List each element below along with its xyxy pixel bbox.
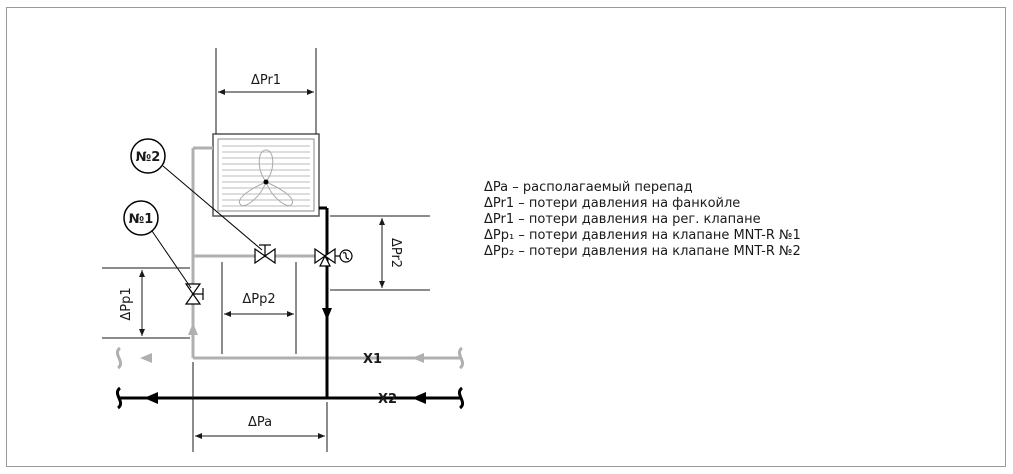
legend-item: ΔPr1 – потери давления на рег. клапане [484, 212, 761, 227]
fancoil-unit [212, 133, 320, 217]
dim-dpr1-label: ΔPr1 [251, 73, 281, 88]
legend: ΔPa – располагаемый перепад ΔPr1 – потер… [484, 180, 801, 260]
dim-dpr2 [330, 215, 430, 291]
valve-mnt-r-1 [184, 283, 204, 305]
diagram-frame [6, 7, 1006, 467]
dim-dpp1 [102, 267, 190, 339]
legend-item: ΔPp₂ – потери давления на клапане MNT-R … [484, 244, 801, 259]
dim-dpp1-label: ΔPp1 [119, 287, 134, 320]
dim-dpr2-label: ΔPr2 [388, 238, 403, 268]
dim-dpr1 [215, 48, 317, 134]
supply-piping [115, 206, 465, 410]
legend-item: ΔPp₁ – потери давления на клапане MNT-R … [484, 228, 801, 243]
control-valve [314, 247, 353, 267]
dim-dpa-label: ΔPa [248, 415, 272, 430]
pipe-x2-label: X2 [378, 392, 397, 407]
callout-no1-label: №1 [129, 212, 154, 227]
callout-no2: №2 [130, 138, 263, 251]
fan-icon [238, 149, 294, 206]
legend-item: ΔPr1 – потери давления на фанкойле [484, 196, 741, 211]
dim-dpp2 [221, 262, 297, 354]
legend-item: ΔPa – располагаемый перепад [484, 180, 693, 195]
callout-no1: №1 [123, 200, 192, 289]
dim-dpp2-label: ΔPp2 [242, 292, 275, 307]
pipe-x1-label: X1 [363, 352, 382, 367]
callout-no2-label: №2 [136, 150, 161, 165]
dim-dpa [192, 362, 328, 452]
valve-mnt-r-2 [254, 244, 276, 265]
